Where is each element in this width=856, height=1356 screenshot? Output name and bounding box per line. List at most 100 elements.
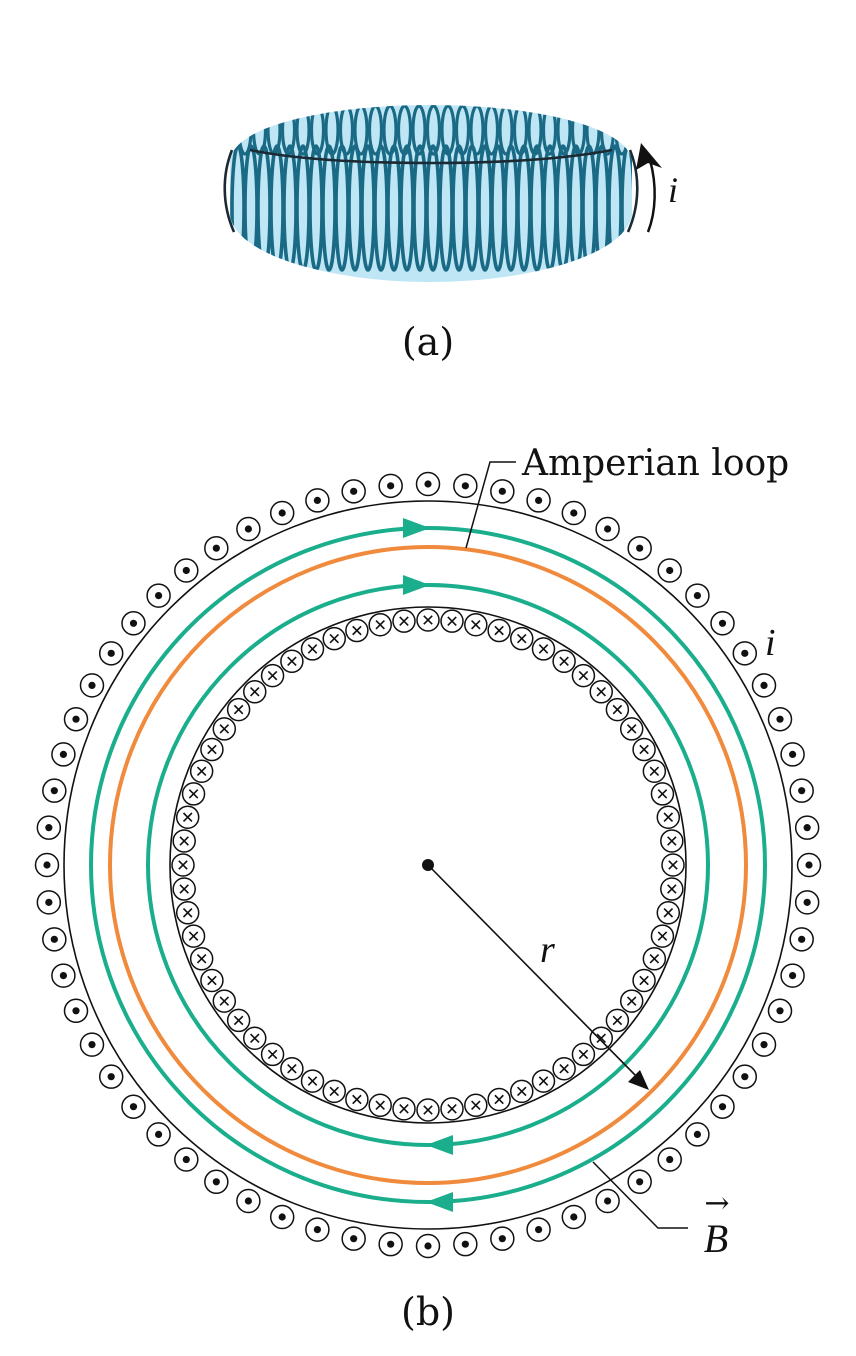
dot-out-of-page-icon xyxy=(789,778,814,803)
cross-into-page-icon xyxy=(345,1087,369,1112)
panel-b-caption: (b) xyxy=(401,1290,455,1334)
cross-into-page-icon xyxy=(440,1097,464,1121)
dot-out-of-page-icon xyxy=(780,963,805,988)
cross-into-page-icon xyxy=(300,1069,325,1093)
cross-into-page-icon xyxy=(605,1008,630,1033)
cross-into-page-icon xyxy=(605,697,630,722)
dot-out-of-page-icon xyxy=(526,488,551,513)
cross-into-page-icon xyxy=(650,924,675,948)
dot-out-of-page-icon xyxy=(710,1094,735,1119)
cross-into-page-icon xyxy=(660,829,684,853)
toroid-coil xyxy=(223,105,639,282)
cross-into-page-icon xyxy=(464,1093,488,1118)
cross-into-page-icon xyxy=(656,901,681,925)
cross-into-page-icon xyxy=(632,737,656,762)
cross-into-page-icon xyxy=(200,968,224,993)
amperian-loop-leader xyxy=(465,461,516,549)
cross-into-page-icon xyxy=(656,805,681,829)
dot-out-of-page-icon xyxy=(595,516,620,542)
dot-out-of-page-icon xyxy=(204,535,229,561)
dot-out-of-page-icon xyxy=(453,1231,478,1257)
dot-out-of-page-icon xyxy=(98,641,124,666)
field-arrow-icon xyxy=(403,518,430,538)
toroid-left-edge xyxy=(223,149,236,233)
panel-a-current-label: i xyxy=(668,170,678,210)
dot-out-of-page-icon xyxy=(305,1217,330,1242)
cross-into-page-icon xyxy=(392,1097,416,1121)
dot-out-of-page-icon xyxy=(51,742,76,767)
cross-into-page-icon xyxy=(200,737,224,762)
field-label: B xyxy=(704,1216,728,1261)
cross-into-page-icon xyxy=(632,968,656,993)
dot-out-of-page-icon xyxy=(51,963,76,988)
cross-into-page-icon xyxy=(660,877,684,901)
cross-into-page-icon xyxy=(487,618,511,643)
cross-into-page-icon xyxy=(172,829,196,853)
cross-into-page-icon xyxy=(300,637,325,661)
dot-out-of-page-icon xyxy=(236,516,261,542)
dot-out-of-page-icon xyxy=(595,1188,620,1214)
cross-into-page-icon xyxy=(181,924,206,948)
dot-out-of-page-icon xyxy=(415,1233,441,1259)
dot-out-of-page-icon xyxy=(121,611,146,636)
cross-into-page-icon xyxy=(368,612,392,637)
dot-out-of-page-icon xyxy=(79,1032,105,1057)
dot-out-of-page-icon xyxy=(710,611,735,636)
dot-out-of-page-icon xyxy=(490,1226,515,1251)
dot-out-of-page-icon xyxy=(627,535,652,561)
dot-out-of-page-icon xyxy=(561,1204,587,1230)
dot-out-of-page-icon xyxy=(732,1064,758,1089)
cross-into-page-icon xyxy=(589,1026,613,1050)
dot-out-of-page-icon xyxy=(63,706,89,732)
cross-into-page-icon xyxy=(189,759,214,783)
dot-out-of-page-icon xyxy=(174,558,199,583)
field-arrow-icon xyxy=(403,575,430,595)
dot-out-of-page-icon xyxy=(36,815,62,840)
panel-a-caption: (a) xyxy=(402,320,454,364)
dot-out-of-page-icon xyxy=(36,890,62,915)
cross-into-page-icon xyxy=(642,947,667,971)
cross-into-page-icon xyxy=(175,901,200,925)
cross-into-page-icon xyxy=(510,626,534,651)
cross-into-page-icon xyxy=(571,663,596,688)
winding-back xyxy=(411,105,427,156)
cross-into-page-icon xyxy=(589,680,613,704)
cross-into-page-icon xyxy=(510,1079,534,1104)
dot-out-of-page-icon xyxy=(204,1169,229,1195)
field-arrow-icon xyxy=(426,1192,453,1212)
dot-out-of-page-icon xyxy=(341,479,366,504)
inner-coil-outline xyxy=(169,606,687,1124)
cross-into-page-icon xyxy=(212,989,237,1013)
dot-out-of-page-icon xyxy=(780,742,805,767)
dot-out-of-page-icon xyxy=(415,471,441,497)
cross-into-page-icon xyxy=(650,782,675,806)
cross-into-page-icon xyxy=(280,649,304,674)
cross-into-page-icon xyxy=(416,1098,440,1122)
dot-out-of-page-icon xyxy=(98,1064,124,1089)
amperian-loop-circle xyxy=(108,545,748,1185)
dot-out-of-page-icon xyxy=(42,927,67,952)
cross-into-page-icon xyxy=(642,759,667,783)
field-vector-arrow: → xyxy=(704,1186,729,1221)
radius-line xyxy=(427,864,641,1081)
cross-into-page-icon xyxy=(440,609,464,633)
cross-into-page-icon xyxy=(619,989,644,1013)
cross-into-page-icon xyxy=(175,805,200,829)
toroid-right-edge xyxy=(626,149,639,233)
field-arrow-icon xyxy=(426,1135,453,1155)
cross-into-page-icon xyxy=(531,637,556,661)
dot-out-of-page-icon xyxy=(236,1188,261,1214)
dot-out-of-page-icon xyxy=(378,473,403,499)
dot-out-of-page-icon xyxy=(269,500,295,526)
cross-into-page-icon xyxy=(552,1056,576,1081)
dot-out-of-page-icon xyxy=(146,583,171,608)
cross-into-page-icon xyxy=(322,1079,346,1104)
cross-into-page-icon xyxy=(171,853,195,877)
dot-out-of-page-icon xyxy=(627,1169,652,1195)
dot-out-of-page-icon xyxy=(685,583,710,608)
cross-into-page-icon xyxy=(243,680,267,704)
cross-into-page-icon xyxy=(368,1093,392,1118)
cross-into-page-icon xyxy=(531,1069,556,1093)
winding-back xyxy=(425,105,442,156)
dot-out-of-page-icon xyxy=(789,927,814,952)
